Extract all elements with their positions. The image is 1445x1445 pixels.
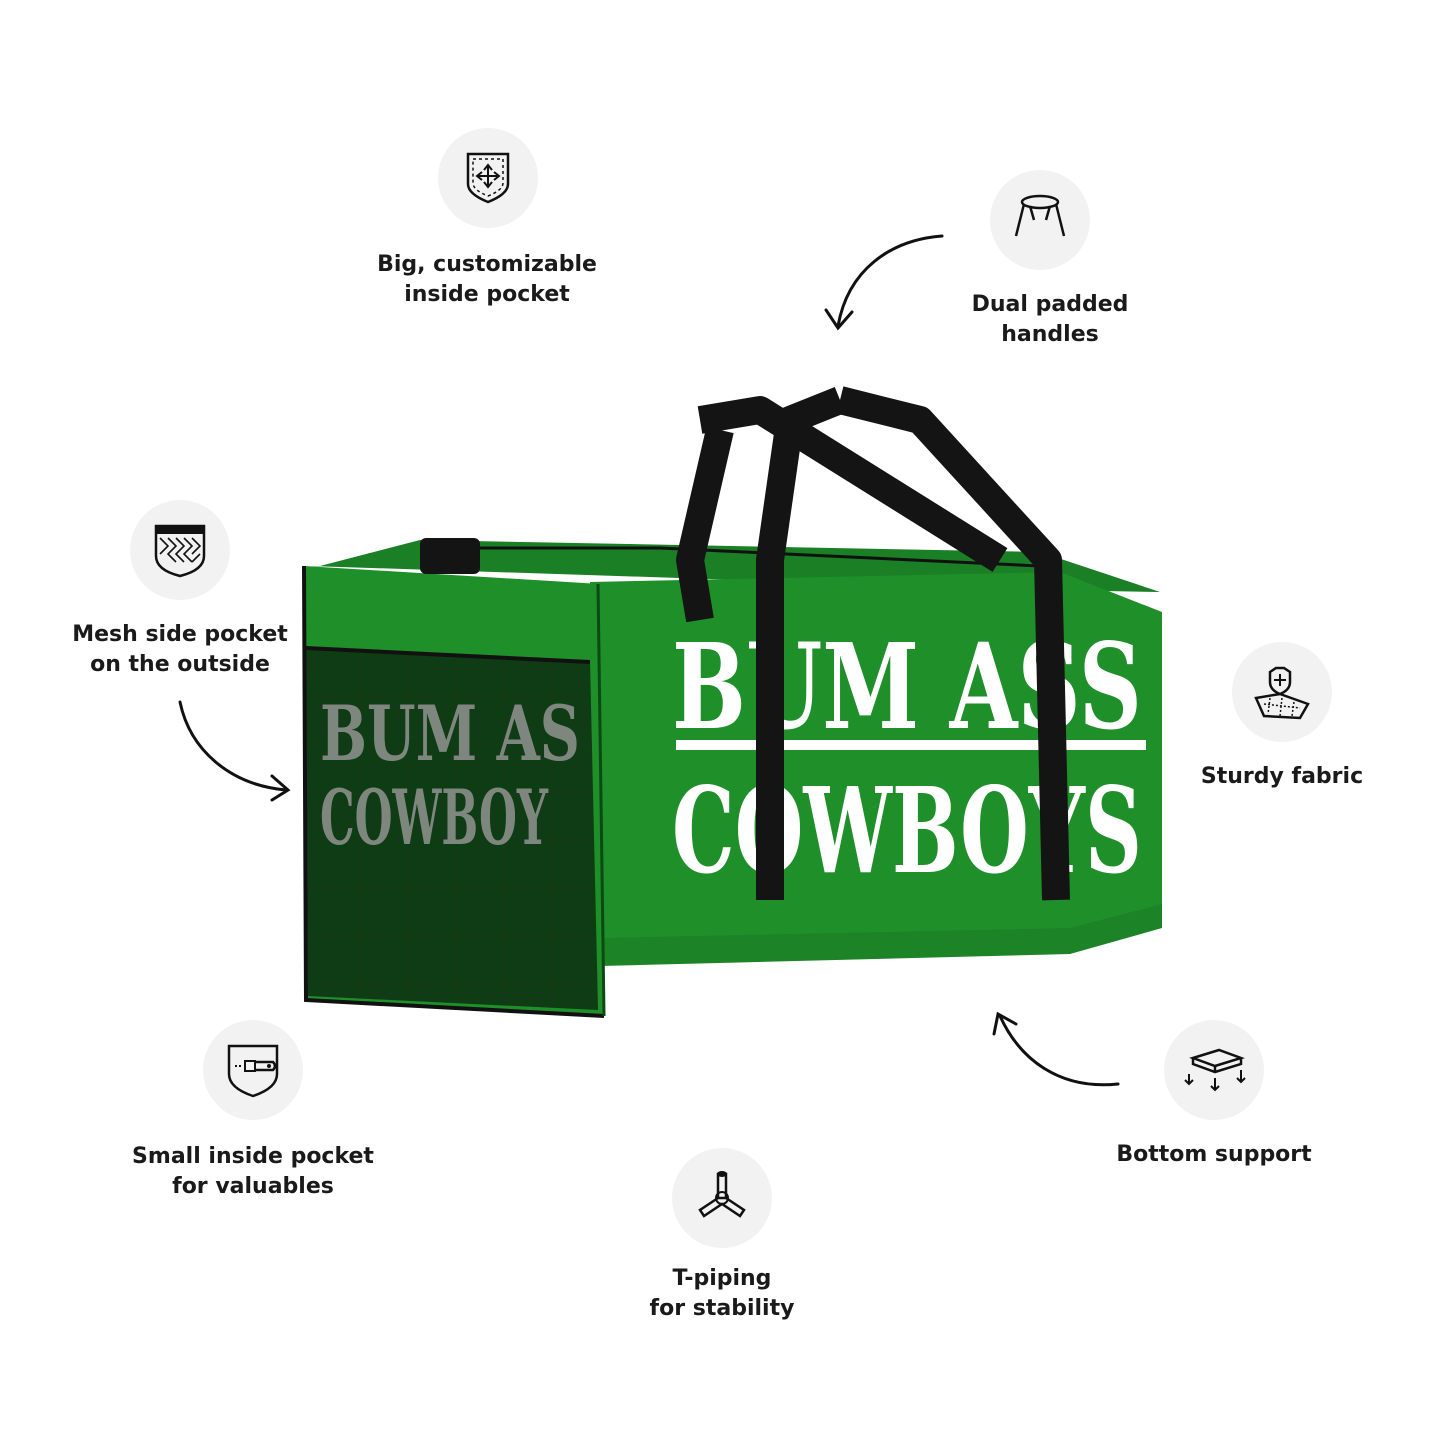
feature-handles-line2: handles — [1001, 322, 1099, 347]
feature-piping-line2: for stability — [649, 1296, 795, 1321]
bag-body — [302, 540, 1162, 1018]
bag-straps — [676, 386, 1070, 901]
arrow-bottom — [998, 1014, 1120, 1087]
feature-mesh-line2: on the outside — [90, 652, 270, 677]
arrow-handles-head — [824, 308, 854, 331]
feature-inside-pocket-line1: Big, customizable — [377, 252, 597, 277]
bag-print-line2: COWBOYS — [672, 761, 1142, 900]
feature-bottom-line1: Bottom support — [1116, 1142, 1312, 1167]
feature-small-pocket-line2: for valuables — [172, 1174, 334, 1199]
feature-inside-pocket: Big, customizable inside pocket — [377, 250, 597, 310]
feature-fabric: Sturdy fabric — [1201, 762, 1363, 792]
feature-small-pocket-line1: Small inside pocket — [132, 1144, 374, 1169]
handle-icon — [990, 170, 1090, 270]
feature-piping: T-piping for stability — [650, 1264, 795, 1324]
bottom-support-icon — [1164, 1020, 1264, 1120]
feature-inside-pocket-line2: inside pocket — [404, 282, 570, 307]
feature-mesh: Mesh side pocket on the outside — [72, 620, 288, 680]
feature-handles: Dual padded handles — [972, 290, 1129, 350]
feature-piping-line1: T-piping — [672, 1266, 772, 1291]
arrow-bottom-head — [992, 1011, 1018, 1036]
bag-print-line1: BUM ASS — [672, 617, 1142, 756]
feature-mesh-line1: Mesh side pocket — [72, 622, 288, 647]
mesh-icon — [130, 500, 230, 600]
feature-bottom: Bottom support — [1116, 1140, 1311, 1170]
arrows — [178, 234, 1120, 1087]
arrow-mesh-head — [270, 774, 291, 802]
mesh-print-line1: BUM AS — [320, 689, 580, 778]
zipper-pocket-icon — [203, 1020, 303, 1120]
pocket-arrows-icon — [438, 128, 538, 228]
strap-buckle — [420, 538, 480, 574]
feature-small-pocket: Small inside pocket for valuables — [132, 1142, 374, 1202]
t-piping-icon — [672, 1148, 772, 1248]
mesh-print-line2: COWBOY — [320, 773, 548, 862]
fabric-shield-icon — [1232, 642, 1332, 742]
arrow-handles — [836, 234, 944, 328]
feature-handles-line1: Dual padded — [971, 292, 1129, 317]
feature-fabric-line1: Sturdy fabric — [1200, 764, 1364, 789]
arrow-mesh — [178, 700, 288, 792]
